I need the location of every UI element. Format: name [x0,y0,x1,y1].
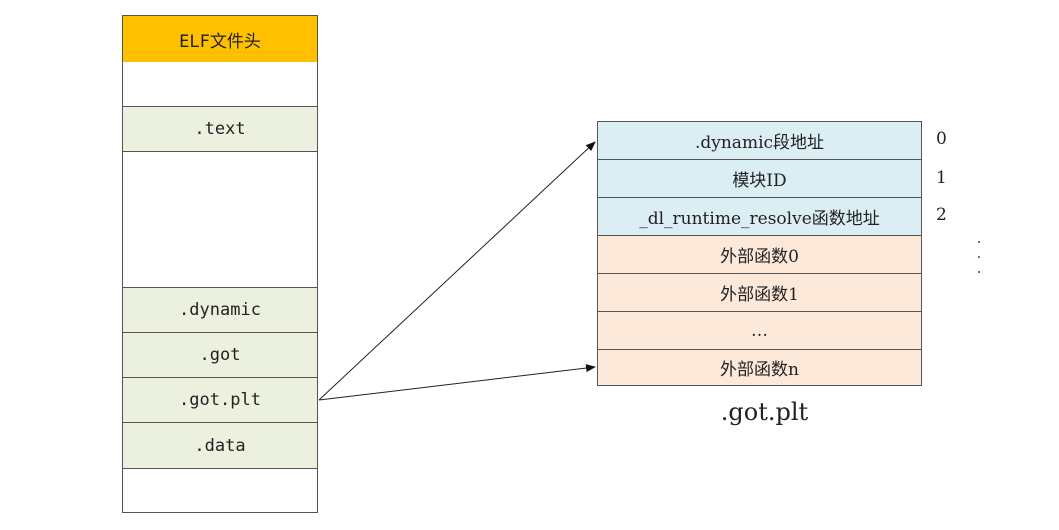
data-section-label: .data [194,435,246,456]
got-plt-section-label: .got.plt [179,390,261,410]
got-plt-caption: .got.plt [720,398,809,426]
got-plt-entry-3: 外部函数0 [598,236,921,274]
got-plt-entry-label: _dl_runtime_resolve函数地址 [639,209,880,229]
got-plt-entry-6: 外部函数n [598,350,921,385]
arrow-to-external-function-n [318,364,596,401]
data-section-block: .data [123,422,317,469]
text-section-label: .text [194,119,246,139]
got-plt-entry-label: 模块ID [732,171,787,191]
got-plt-entry-label: 外部函数n [720,360,799,380]
got-plt-entry-2: _dl_runtime_resolve函数地址 [598,198,921,236]
got-plt-entry-0: .dynamic段地址 [598,122,921,160]
entry-index-2: 2 [936,205,947,225]
ellipsis-dot [978,256,980,258]
got-plt-entry-label: … [751,320,768,341]
arrow-to-dynamic-entry [318,141,596,401]
elf-file-layout: ELF文件头 .text .dynamic .got .got.plt .dat… [122,15,318,513]
dynamic-section-label: .dynamic [179,300,261,320]
text-section-block: .text [123,106,317,152]
dynamic-section-block: .dynamic [123,287,317,333]
ellipsis-dot [978,241,980,243]
got-plt-entry-4: 外部函数1 [598,274,921,312]
entry-index-1: 1 [936,168,947,188]
got-plt-entry-label: .dynamic段地址 [694,133,825,153]
got-plt-entry-label: 外部函数1 [720,285,799,305]
entry-index-0: 0 [936,129,947,149]
got-section-label: .got [199,345,241,365]
got-plt-entry-1: 模块ID [598,160,921,198]
got-plt-entry-label: 外部函数0 [720,247,799,267]
got-plt-entry-5: … [598,312,921,350]
got-plt-section-block: .got.plt [123,377,317,423]
got-plt-table: .dynamic段地址 模块ID _dl_runtime_resolve函数地址… [597,121,922,386]
elf-header-block: ELF文件头 [123,16,317,62]
vertical-ellipsis [974,241,984,273]
elf-header-label: ELF文件头 [179,31,261,52]
ellipsis-dot [978,271,980,273]
